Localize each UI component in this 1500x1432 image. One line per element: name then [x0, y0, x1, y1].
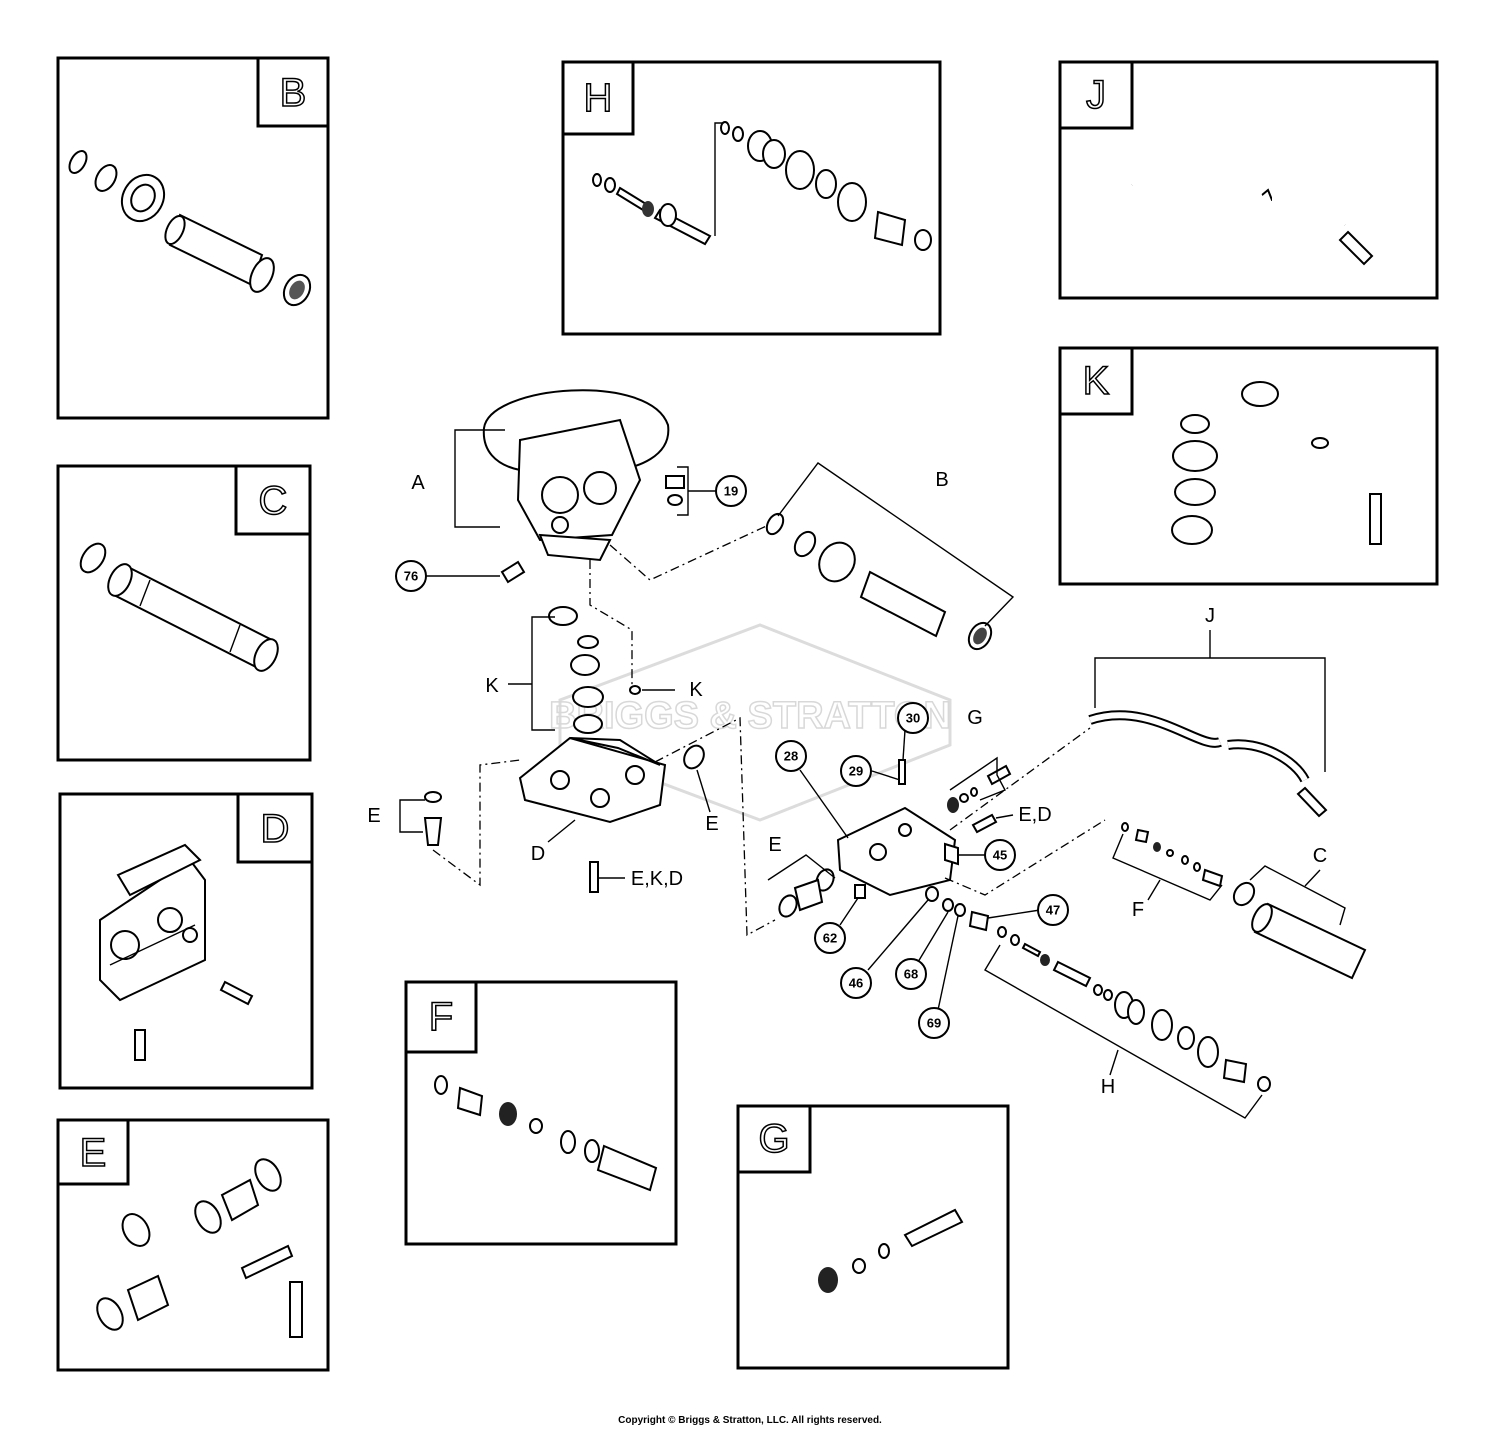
panel-j: J	[1058, 60, 1439, 300]
callouts: 19 76 30 28 29 45 47 62	[395, 475, 1069, 1039]
svg-text:69: 69	[927, 1016, 941, 1031]
panel-h: H	[561, 60, 942, 336]
svg-text:45: 45	[993, 848, 1007, 863]
panel-j-letter: J	[1086, 73, 1106, 117]
callout-46: 46	[840, 967, 872, 999]
panel-e: E	[56, 1118, 330, 1372]
callout-19: 19	[715, 475, 747, 507]
panel-h-letter: H	[584, 76, 613, 120]
label-ekd: E,K,D	[631, 868, 683, 890]
callout-76: 76	[395, 560, 427, 592]
panel-e-letter: E	[80, 1131, 107, 1175]
panel-b: B	[56, 56, 330, 420]
callout-29: 29	[840, 755, 872, 787]
label-e-left: E	[367, 805, 380, 827]
watermark-text: BRIGGS & STRATTON	[549, 695, 951, 737]
callout-47: 47	[1037, 894, 1069, 926]
svg-text:30: 30	[906, 711, 920, 726]
copyright-notice: Copyright © Briggs & Stratton, LLC. All …	[618, 1415, 882, 1426]
svg-text:47: 47	[1046, 903, 1060, 918]
main-assembly: A B K K	[367, 389, 1367, 1119]
label-g: G	[967, 707, 983, 729]
callout-68: 68	[895, 958, 927, 990]
panel-g-letter: G	[758, 1117, 789, 1161]
callout-69: 69	[918, 1007, 950, 1039]
panel-g: G	[736, 1104, 1010, 1370]
label-b: B	[935, 469, 948, 491]
callout-62: 62	[814, 922, 846, 954]
callout-45: 45	[984, 839, 1016, 871]
label-ed: E,D	[1018, 804, 1051, 826]
panel-b-letter: B	[280, 71, 307, 115]
label-k-left: K	[485, 675, 499, 697]
label-d: D	[531, 843, 545, 865]
label-c: C	[1313, 845, 1327, 867]
panel-k: K	[1058, 346, 1439, 586]
svg-text:62: 62	[823, 931, 837, 946]
panel-d-letter: D	[261, 807, 290, 851]
panel-d: D	[58, 792, 314, 1090]
label-a: A	[411, 472, 425, 494]
label-e-ring: E	[705, 813, 718, 835]
label-e-right: E	[768, 834, 781, 856]
panel-c-letter: C	[259, 479, 288, 523]
label-f: F	[1132, 899, 1144, 921]
svg-text:28: 28	[784, 749, 798, 764]
svg-text:19: 19	[724, 484, 738, 499]
svg-text:29: 29	[849, 764, 863, 779]
callout-28: 28	[775, 740, 807, 772]
panel-f-letter: F	[429, 995, 453, 1039]
label-j: J	[1205, 605, 1215, 627]
callout-30: 30	[897, 702, 929, 734]
svg-text:76: 76	[404, 569, 418, 584]
label-h: H	[1101, 1076, 1115, 1098]
label-k-right: K	[689, 679, 703, 701]
panel-k-letter: K	[1083, 359, 1110, 403]
svg-text:46: 46	[849, 976, 863, 991]
svg-text:68: 68	[904, 967, 918, 982]
panel-c: C	[56, 464, 312, 762]
panel-f: F	[404, 980, 678, 1246]
